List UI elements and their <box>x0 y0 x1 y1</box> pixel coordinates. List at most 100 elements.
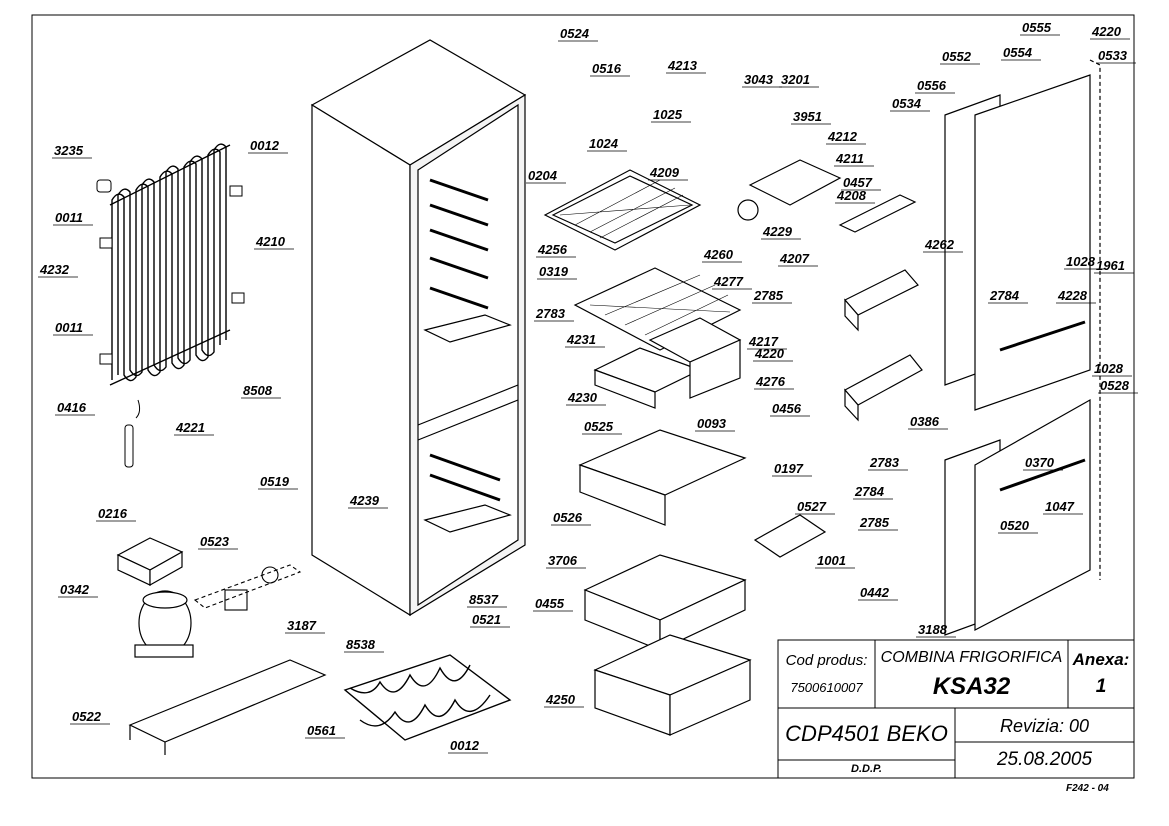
part-label: 0533 <box>1098 48 1128 63</box>
condenser-coil <box>109 143 231 386</box>
part-label: 0011 <box>55 320 83 335</box>
lower-glass-shelf <box>573 267 742 351</box>
top-glass-shelf <box>543 169 702 251</box>
part-label: 1001 <box>817 553 846 568</box>
part-label: 0527 <box>797 499 827 514</box>
part-label: 4208 <box>836 188 867 203</box>
part-label: 2785 <box>753 288 784 303</box>
part-label: 0555 <box>1022 20 1052 35</box>
part-label: 4209 <box>649 165 680 180</box>
part-label: 2784 <box>989 288 1020 303</box>
part-label: 4262 <box>924 237 955 252</box>
part-label: 1047 <box>1045 499 1075 514</box>
part-label: 4217 <box>748 334 779 349</box>
part-label: 0012 <box>450 738 480 753</box>
part-label: 4210 <box>255 234 286 249</box>
part-label: 0370 <box>1025 455 1055 470</box>
part-label: 4228 <box>1057 288 1088 303</box>
part-label: 0012 <box>250 138 280 153</box>
starter-relay <box>193 564 302 611</box>
part-label: 4276 <box>755 374 786 389</box>
part-label: 4277 <box>713 274 744 289</box>
part-labels: 0524 0516 4213 3043 3201 0555 4220 0552 0554 0533… <box>38 20 1138 754</box>
part-label: 4212 <box>827 129 858 144</box>
product-code-label: Cod produs: <box>785 651 868 669</box>
compressor-cover <box>116 537 184 587</box>
part-label: 1024 <box>589 136 619 151</box>
form-reference: F242 - 04 <box>1066 783 1109 794</box>
drawing-frame <box>31 14 1135 779</box>
part-label: 3043 <box>744 72 774 87</box>
part-label: 0386 <box>910 414 940 429</box>
freezer-drawers <box>578 429 752 736</box>
part-label: 4231 <box>566 332 596 347</box>
part-label: 8508 <box>243 383 273 398</box>
part-label: 3188 <box>918 622 948 637</box>
part-label: 0561 <box>307 723 336 738</box>
compressor-base-plate <box>128 659 327 755</box>
part-label: 0204 <box>528 168 558 183</box>
part-label: 0556 <box>917 78 947 93</box>
part-label: 8537 <box>469 592 499 607</box>
part-label: 2783 <box>869 455 900 470</box>
product-type: COMBINA FRIGORIFICA <box>880 649 1063 666</box>
drawing-name: CDP4501 BEKO <box>785 721 948 746</box>
part-label: 4260 <box>703 247 734 262</box>
part-label: 0525 <box>584 419 614 434</box>
part-label: 4250 <box>545 692 576 707</box>
refrigerator-doors <box>944 59 1101 636</box>
part-label: 0534 <box>892 96 922 111</box>
part-label: 4239 <box>349 493 380 508</box>
part-label: 4230 <box>567 390 598 405</box>
product-code-value: 7500610007 <box>790 679 863 695</box>
part-label: 4211 <box>835 151 864 166</box>
part-label: 1961 <box>1096 258 1125 273</box>
part-label: 0526 <box>553 510 583 525</box>
part-label: 0516 <box>592 61 622 76</box>
part-label: 0554 <box>1003 45 1033 60</box>
part-label: 3951 <box>793 109 822 124</box>
wine-rack <box>343 654 512 741</box>
part-label: 3706 <box>548 553 578 568</box>
part-label: 3187 <box>287 618 317 633</box>
part-label: 0216 <box>98 506 128 521</box>
title-block: Cod produs: 7500610007 COMBINA FRIGORIFI… <box>778 640 1134 778</box>
condenser-clips <box>96 179 245 365</box>
part-label: 4220 <box>754 346 785 361</box>
part-label: 1028 <box>1066 254 1096 269</box>
part-label: 4232 <box>39 262 70 277</box>
part-label: 1025 <box>653 107 683 122</box>
part-label: 2785 <box>859 515 890 530</box>
date: 25.08.2005 <box>996 749 1093 770</box>
part-label: 0455 <box>535 596 565 611</box>
part-label: 0519 <box>260 474 290 489</box>
part-label: 4256 <box>537 242 568 257</box>
model-name: KSA32 <box>932 673 1011 700</box>
title-block-lines <box>777 639 1135 779</box>
part-label: 2784 <box>854 484 885 499</box>
part-label: 0011 <box>55 210 83 225</box>
part-label: 0093 <box>697 416 727 431</box>
part-label: 3201 <box>781 72 810 87</box>
part-label: 0457 <box>843 175 873 190</box>
part-label: 0456 <box>772 401 802 416</box>
part-label: 3235 <box>54 143 84 158</box>
part-label: 0523 <box>200 534 230 549</box>
annex-label: Anexa: <box>1072 650 1130 669</box>
part-label: 0442 <box>860 585 890 600</box>
compressor <box>134 590 194 658</box>
part-label: 1028 <box>1094 361 1124 376</box>
drier-filter <box>124 399 141 468</box>
revision: Revizia: 00 <box>999 715 1090 736</box>
crisper-tray <box>593 317 742 409</box>
fan-housing <box>737 159 917 233</box>
part-label: 0319 <box>539 264 569 279</box>
part-label: 4213 <box>667 58 698 73</box>
part-label: 2783 <box>535 306 566 321</box>
part-label: 0528 <box>1100 378 1130 393</box>
door-balconies <box>753 269 923 558</box>
part-label: 0552 <box>942 49 972 64</box>
part-label: 4221 <box>175 420 205 435</box>
part-label: 8538 <box>346 637 376 652</box>
part-label: 0524 <box>560 26 590 41</box>
